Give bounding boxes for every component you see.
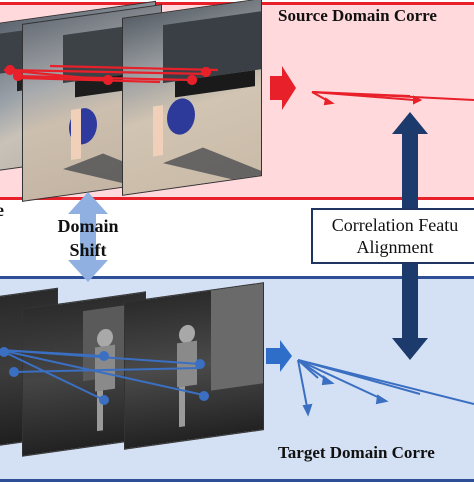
alignment-box-line-1: Correlation Featu [331, 215, 459, 235]
target-right-arrow-icon [266, 340, 292, 372]
domain-shift-double-vertical-arrow-icon [68, 192, 108, 282]
target-correlation-lines [0, 347, 209, 405]
source-right-arrow-icon [270, 66, 296, 110]
source-frame-3 [122, 0, 262, 196]
source-frame-3-scene [153, 11, 262, 182]
source-correlation-lines [3, 64, 219, 86]
alignment-double-vertical-arrow-icon [392, 112, 428, 360]
domain-shift-label: Domain Shift [48, 214, 128, 262]
target-correlation-vectors [297, 359, 474, 417]
alignment-box-line-2: Alignment [356, 237, 434, 257]
target-domain-title: Target Domain Corre [278, 443, 435, 462]
domain-shift-line-2: Shift [69, 240, 107, 260]
source-correlation-vectors [311, 91, 474, 106]
domain-shift-line-1: Domain [57, 216, 119, 236]
target-frame-3 [124, 282, 264, 450]
correlation-feature-alignment-box: Correlation Featu Alignment [311, 208, 474, 264]
source-domain-title: Source Domain Corre [278, 6, 437, 25]
target-frame-3-scene [177, 283, 264, 428]
left-cut-off-text: e [0, 200, 4, 221]
